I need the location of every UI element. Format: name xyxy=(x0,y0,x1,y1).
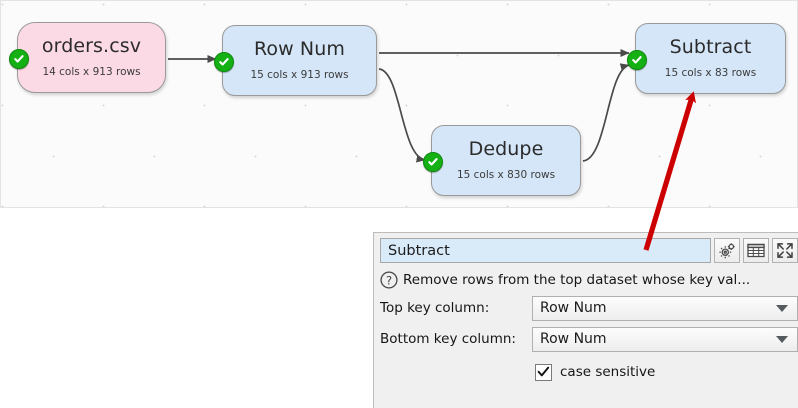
node-subtitle: 15 cols x 83 rows xyxy=(664,66,757,79)
expand-button[interactable] xyxy=(772,238,798,263)
case-sensitive-label: case sensitive xyxy=(560,364,656,380)
node-title: Subtract xyxy=(669,36,752,59)
bottom-key-column-row: Bottom key column: Row Num xyxy=(380,326,798,352)
case-sensitive-checkbox[interactable] xyxy=(535,363,552,381)
chevron-down-icon xyxy=(776,305,788,312)
bottom-key-column-dropdown[interactable]: Row Num xyxy=(532,326,798,352)
bottom-key-column-value: Row Num xyxy=(540,331,607,347)
node-dedupe[interactable]: Dedupe 15 cols x 830 rows xyxy=(423,125,581,196)
help-text: Remove rows from the top dataset whose k… xyxy=(403,271,751,288)
gears-icon xyxy=(718,242,735,258)
pipeline-canvas[interactable]: orders.csv 14 cols x 913 rows Row Num 15… xyxy=(0,0,798,208)
question-circle-icon[interactable]: ? xyxy=(380,270,398,289)
table-button[interactable] xyxy=(743,238,769,263)
check-circle-icon xyxy=(214,51,234,72)
case-sensitive-row: case sensitive xyxy=(380,361,798,383)
table-grid-icon xyxy=(747,243,765,258)
node-subtitle: 15 cols x 913 rows xyxy=(250,68,349,81)
expand-arrows-icon xyxy=(777,243,793,258)
node-subtract[interactable]: Subtract 15 cols x 83 rows xyxy=(627,23,786,94)
top-key-column-label: Top key column: xyxy=(380,300,490,316)
node-title: orders.csv xyxy=(41,35,142,58)
node-title: Dedupe xyxy=(468,138,544,161)
check-icon xyxy=(537,366,550,377)
top-key-column-dropdown[interactable]: Row Num xyxy=(532,295,798,321)
node-subtitle: 15 cols x 830 rows xyxy=(456,168,556,181)
top-key-column-row: Top key column: Row Num xyxy=(380,295,798,321)
help-row: ? Remove rows from the top dataset whose… xyxy=(380,269,798,290)
bottom-key-column-label: Bottom key column: xyxy=(380,331,516,347)
chevron-down-icon xyxy=(776,336,788,343)
settings-button[interactable] xyxy=(714,238,740,263)
properties-panel: Subtract xyxy=(373,232,798,408)
top-key-column-value: Row Num xyxy=(540,300,607,316)
check-circle-icon xyxy=(423,151,443,172)
node-orders-csv[interactable]: orders.csv 14 cols x 913 rows xyxy=(9,22,166,93)
item-name-input[interactable]: Subtract xyxy=(380,238,711,263)
panel-header: Subtract xyxy=(380,238,798,263)
check-circle-icon xyxy=(627,49,647,70)
check-circle-icon xyxy=(9,48,29,69)
svg-text:?: ? xyxy=(386,273,392,287)
node-subtitle: 14 cols x 913 rows xyxy=(42,65,141,78)
node-title: Row Num xyxy=(253,38,345,61)
node-row-num[interactable]: Row Num 15 cols x 913 rows xyxy=(214,25,377,96)
